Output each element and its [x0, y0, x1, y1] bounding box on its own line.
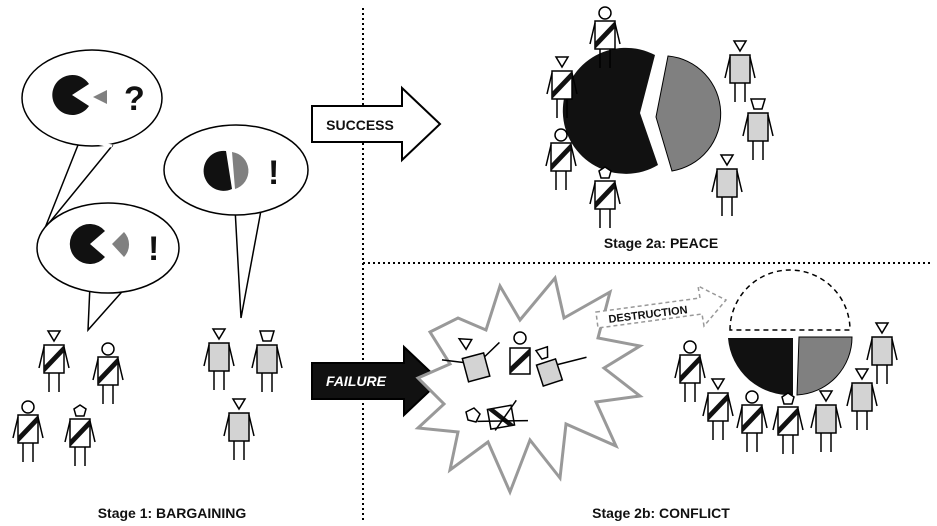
peace-pie [562, 47, 722, 174]
fighting-figures [441, 331, 587, 431]
destruction-arrow: DESTRUCTION [595, 284, 728, 329]
stage1-caption: Stage 1: BARGAINING [98, 505, 247, 521]
speech-bubble-demand-left: ! [36, 202, 180, 333]
person-figure [223, 398, 255, 461]
person-figure [846, 368, 878, 431]
success-label: SUCCESS [326, 117, 394, 133]
person-figure [674, 340, 706, 403]
failure-label: FAILURE [326, 373, 387, 389]
person-figure [711, 154, 743, 217]
pie-icon-demand-right [203, 150, 249, 191]
stage2b-caption: Stage 2b: CONFLICT [592, 505, 730, 521]
success-arrow: SUCCESS [311, 85, 442, 163]
person-figure [251, 330, 283, 393]
conflict-explosion [414, 274, 645, 496]
stage1-group-black [12, 330, 124, 467]
pie-icon-demand-left [69, 224, 130, 265]
conflict-pie [728, 269, 853, 396]
person-figure [702, 378, 734, 441]
pie-icon-large-share [52, 75, 107, 116]
person-figure [589, 166, 621, 229]
person-figure [866, 322, 898, 385]
person-figure [38, 330, 70, 393]
person-figure [810, 390, 842, 453]
person-figure [772, 392, 804, 455]
person-figure [92, 342, 124, 405]
stage2a-caption: Stage 2a: PEACE [604, 235, 718, 251]
exclamation-mark-right: ! [268, 154, 279, 192]
question-mark: ? [124, 80, 145, 118]
speech-bubble-question: ? [21, 49, 163, 229]
stage1-group-grey [203, 328, 283, 461]
speech-bubble-demand-right: ! [163, 124, 309, 319]
person-figure [64, 404, 96, 467]
exclamation-mark-left: ! [148, 230, 159, 268]
person-figure [203, 328, 235, 391]
person-figure [724, 40, 756, 103]
person-figure [736, 390, 768, 453]
person-figure [12, 400, 44, 463]
failure-arrow: FAILURE [311, 344, 442, 418]
person-figure [742, 98, 774, 161]
